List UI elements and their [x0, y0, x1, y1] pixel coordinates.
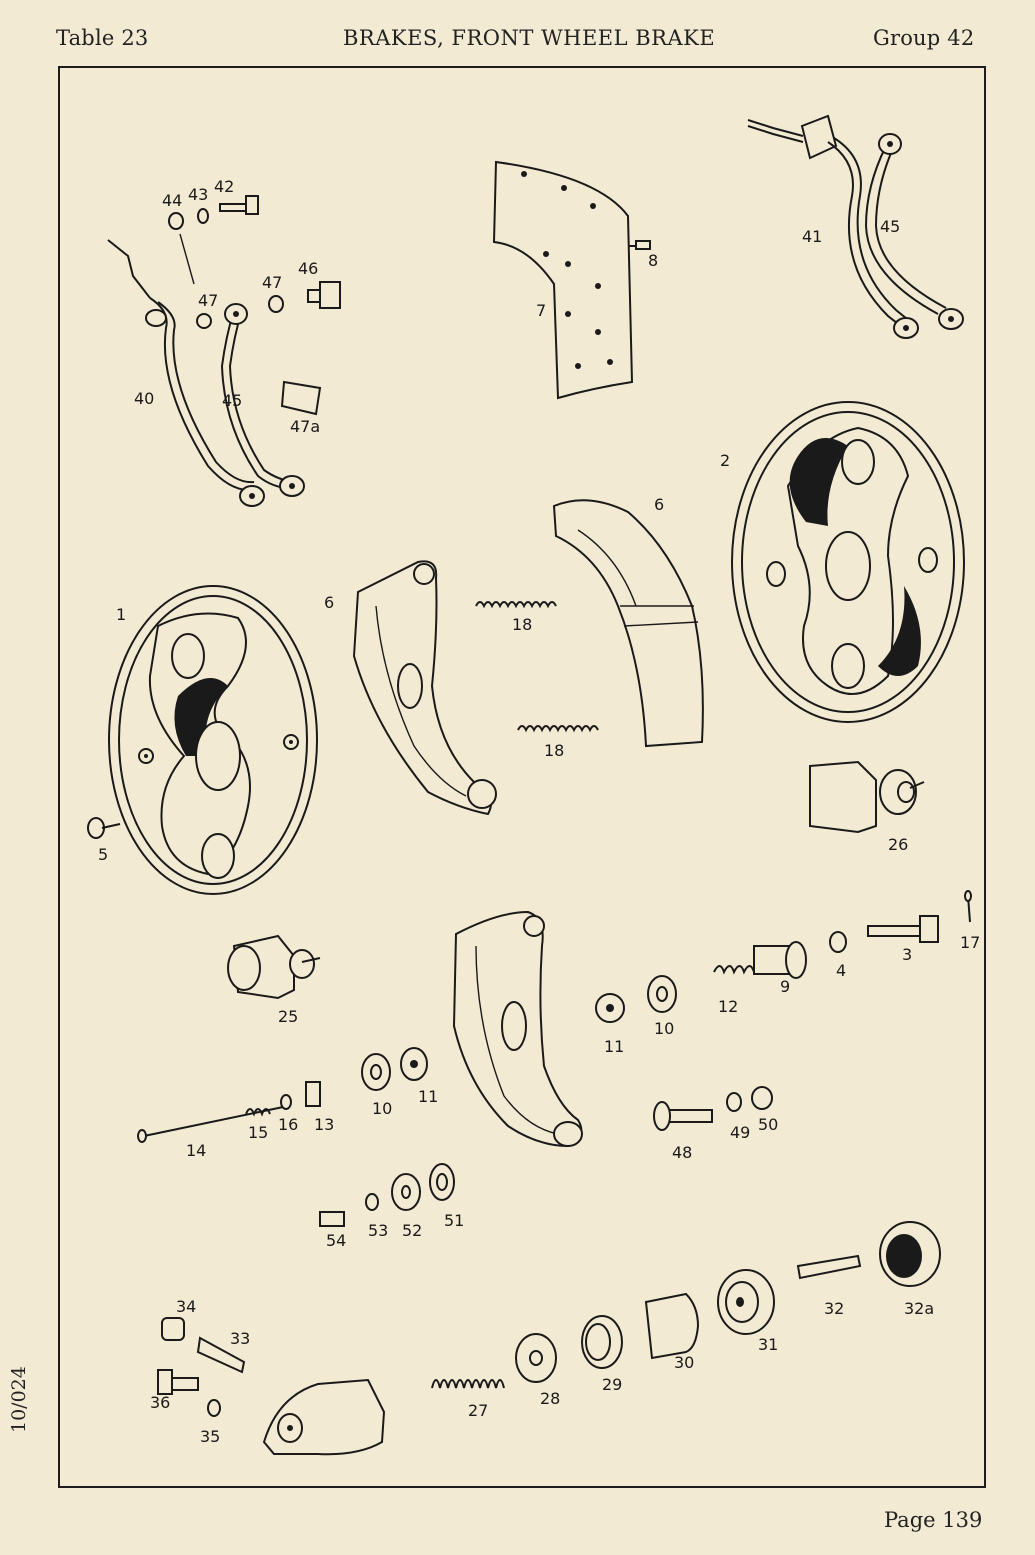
rivet-5: [87, 817, 121, 839]
label-16: 16: [278, 1115, 298, 1134]
page-number: Page 139: [884, 1508, 983, 1532]
label-45-right: 45: [880, 217, 900, 236]
label-7: 7: [536, 301, 546, 320]
label-11-left: 11: [418, 1087, 438, 1106]
label-30: 30: [674, 1353, 694, 1372]
label-34: 34: [176, 1297, 196, 1316]
label-44: 44: [162, 191, 182, 210]
brake-hoses-right: [747, 114, 964, 339]
label-49: 49: [730, 1123, 750, 1142]
label-18-lower: 18: [544, 741, 564, 760]
label-12: 12: [718, 997, 738, 1016]
label-32: 32: [824, 1299, 844, 1318]
label-45-left: 45: [222, 391, 242, 410]
label-41: 41: [802, 227, 822, 246]
exploded-parts-diagram: 1 2 3 4 5 6 6 7 8 9 10 10 11 11 12 13 14…: [87, 114, 980, 1456]
label-25: 25: [278, 1007, 298, 1026]
bolt-46-washer-47: [268, 281, 341, 416]
side-reference-code: 10/024: [8, 1366, 30, 1434]
label-8: 8: [648, 251, 658, 270]
label-50: 50: [758, 1115, 778, 1134]
label-28: 28: [540, 1389, 560, 1408]
label-52: 52: [402, 1221, 422, 1240]
label-14: 14: [186, 1141, 206, 1160]
section-title: BRAKES, FRONT WHEEL BRAKE: [343, 26, 716, 50]
label-6-right: 6: [654, 495, 664, 514]
label-15: 15: [248, 1123, 268, 1142]
page-header: Table 23 BRAKES, FRONT WHEEL BRAKE Group…: [0, 26, 1035, 58]
brake-shoe-6-right: [552, 499, 704, 748]
label-4: 4: [836, 961, 846, 980]
cylinder-internals: [431, 1221, 941, 1389]
label-47-right: 47: [262, 273, 282, 292]
return-springs-18: [475, 601, 599, 733]
bolt-42-washer-43-nut-44: [168, 195, 259, 285]
label-10-right: 10: [654, 1019, 674, 1038]
brake-anchor-plate-left-1: [108, 585, 318, 895]
fastener-set-51-54: [319, 1163, 455, 1227]
label-6-left: 6: [324, 593, 334, 612]
label-42: 42: [214, 177, 234, 196]
table-number: Table 23: [56, 26, 149, 50]
label-5: 5: [98, 845, 108, 864]
label-36: 36: [150, 1393, 170, 1412]
wheel-cylinder-26: [809, 760, 925, 834]
label-43: 43: [188, 185, 208, 204]
label-54: 54: [326, 1231, 346, 1250]
pin-8: [628, 240, 651, 250]
brake-hoses-left: [107, 239, 305, 507]
label-53: 53: [368, 1221, 388, 1240]
brake-shoe-frame-center: [452, 910, 583, 1148]
label-47-left: 47: [198, 291, 218, 310]
label-33: 33: [230, 1329, 250, 1348]
label-27: 27: [468, 1401, 488, 1420]
label-29: 29: [602, 1375, 622, 1394]
label-31: 31: [758, 1335, 778, 1354]
wheel-cylinder-25: [227, 934, 321, 1000]
label-48: 48: [672, 1143, 692, 1162]
label-47a: 47a: [290, 417, 320, 436]
label-35: 35: [200, 1427, 220, 1446]
group-number: Group 42: [873, 26, 975, 50]
label-18-upper: 18: [512, 615, 532, 634]
label-13: 13: [314, 1115, 334, 1134]
guide-pin-assembly: [137, 1047, 428, 1143]
label-32a: 32a: [904, 1299, 934, 1318]
bleeder-and-housing: [157, 1317, 386, 1456]
label-26: 26: [888, 835, 908, 854]
bolt-48-washer-49-nut-50: [653, 1086, 773, 1131]
label-1: 1: [116, 605, 126, 624]
label-2: 2: [720, 451, 730, 470]
brake-anchor-plate-right-2: [731, 401, 965, 723]
label-9: 9: [780, 977, 790, 996]
label-51: 51: [444, 1211, 464, 1230]
label-40: 40: [134, 389, 154, 408]
adjuster-parts: [595, 890, 972, 1023]
label-10-left: 10: [372, 1099, 392, 1118]
label-11-right: 11: [604, 1037, 624, 1056]
brake-lining-7: [492, 160, 634, 400]
label-17: 17: [960, 933, 980, 952]
brake-shoe-6-left: [352, 560, 497, 816]
label-3: 3: [902, 945, 912, 964]
diagram-frame: [58, 66, 986, 1488]
label-46: 46: [298, 259, 318, 278]
